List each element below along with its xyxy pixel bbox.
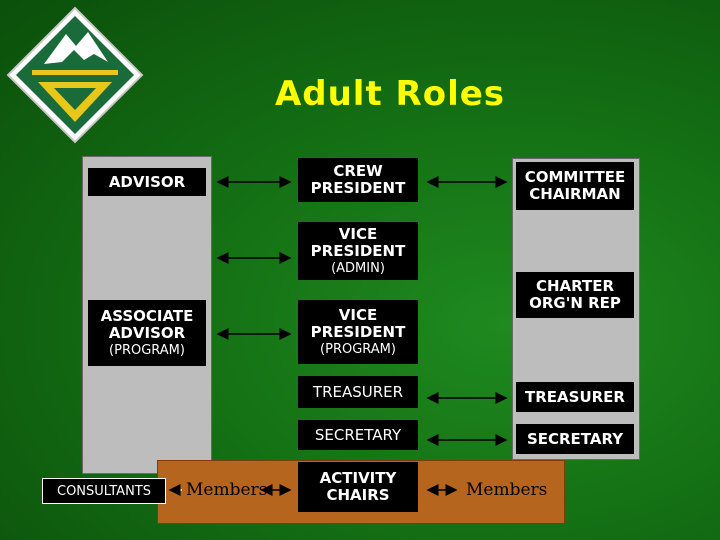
activity-chairs-line2: CHAIRS <box>326 486 390 504</box>
treasurer-right-box: TREASURER <box>516 382 634 412</box>
venturing-logo-icon <box>4 4 146 146</box>
vp-admin-box: VICE PRESIDENT (ADMIN) <box>298 222 418 280</box>
crew-president-line2: PRESIDENT <box>310 179 406 197</box>
crew-president-line1: CREW <box>333 162 383 180</box>
treasurer-middle-label: TREASURER <box>312 382 404 401</box>
secretary-right-label: SECRETARY <box>526 429 624 448</box>
vp-program-box: VICE PRESIDENT (PROGRAM) <box>298 300 418 364</box>
committee-chairman-box: COMMITTEE CHAIRMAN <box>516 162 634 210</box>
charter-rep-line1: CHARTER <box>535 277 615 295</box>
consultants-box: CONSULTANTS <box>42 478 166 504</box>
associate-advisor-box: ASSOCIATE ADVISOR (PROGRAM) <box>88 300 206 366</box>
committee-chairman-line2: CHAIRMAN <box>529 185 621 203</box>
associate-advisor-line1: ASSOCIATE <box>100 306 194 325</box>
treasurer-right-label: TREASURER <box>525 387 625 406</box>
secretary-middle-label: SECRETARY <box>314 425 402 444</box>
treasurer-middle-box: TREASURER <box>298 376 418 408</box>
vp-admin-sub: (ADMIN) <box>331 260 385 276</box>
members-left-label: Members <box>186 480 268 500</box>
advisor-box: ADVISOR <box>88 168 206 196</box>
members-right-label: Members <box>466 480 548 500</box>
page-title: Adult Roles <box>274 74 506 114</box>
activity-chairs-box: ACTIVITY CHAIRS <box>298 462 418 512</box>
vp-program-sub: (PROGRAM) <box>320 341 396 357</box>
charter-rep-line2: ORG'N REP <box>529 294 621 312</box>
crew-president-box: CREW PRESIDENT <box>298 158 418 202</box>
associate-advisor-sub: (PROGRAM) <box>109 342 185 358</box>
vp-program-line2: PRESIDENT <box>310 322 406 341</box>
consultants-label: CONSULTANTS <box>57 483 151 499</box>
committee-chairman-line1: COMMITTEE <box>524 168 626 186</box>
charter-rep-box: CHARTER ORG'N REP <box>516 272 634 318</box>
vp-program-line1: VICE <box>338 305 378 324</box>
secretary-right-box: SECRETARY <box>516 424 634 454</box>
vp-admin-line2: PRESIDENT <box>310 241 406 260</box>
advisor-label: ADVISOR <box>108 172 186 191</box>
activity-chairs-line1: ACTIVITY <box>319 469 397 487</box>
associate-advisor-line2: ADVISOR <box>108 323 186 342</box>
vp-admin-line1: VICE <box>338 224 378 243</box>
secretary-middle-box: SECRETARY <box>298 420 418 450</box>
